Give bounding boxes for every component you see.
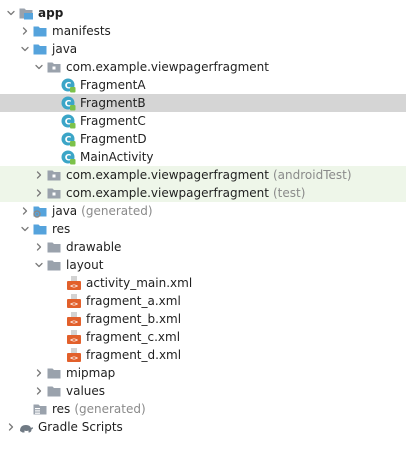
tree-node-class[interactable]: FragmentC [0, 112, 406, 130]
tree-node-res[interactable]: res [0, 220, 406, 238]
tree-node-class[interactable]: FragmentD [0, 130, 406, 148]
chevron-right-icon[interactable] [32, 382, 46, 400]
package-icon [46, 167, 62, 183]
chevron-right-icon[interactable] [32, 364, 46, 382]
android-class-icon [60, 95, 76, 111]
tree-node-suffix: (test) [272, 186, 306, 200]
tree-node-label: values [66, 384, 106, 398]
chevron-right-icon[interactable] [4, 418, 18, 436]
tree-node-label: com.example.viewpagerfragment [66, 60, 269, 74]
tree-node-suffix: (generated) [74, 402, 146, 416]
xml-layout-file-icon [66, 293, 82, 309]
tree-node-label: activity_main.xml [86, 276, 193, 290]
tree-node-xml-file[interactable]: fragment_d.xml [0, 346, 406, 364]
tree-node-label: fragment_d.xml [86, 348, 182, 362]
tree-node-gradle-scripts[interactable]: Gradle Scripts [0, 418, 406, 436]
chevron-down-icon[interactable] [32, 256, 46, 274]
tree-node-label: com.example.viewpagerfragment [66, 186, 269, 200]
tree-node-xml-file[interactable]: fragment_b.xml [0, 310, 406, 328]
tree-node-label: java [52, 42, 78, 56]
folder-icon [32, 23, 48, 39]
android-class-icon [60, 77, 76, 93]
android-class-icon [60, 131, 76, 147]
generated-folder-icon [32, 203, 48, 219]
tree-node-app[interactable]: app [0, 4, 406, 22]
chevron-down-icon[interactable] [4, 4, 18, 22]
tree-node-xml-file[interactable]: activity_main.xml [0, 274, 406, 292]
chevron-down-icon[interactable] [32, 58, 46, 76]
chevron-right-icon[interactable] [32, 166, 46, 184]
chevron-down-icon[interactable] [18, 220, 32, 238]
folder-icon [46, 239, 62, 255]
tree-node-label: mipmap [66, 366, 116, 380]
chevron-right-icon[interactable] [18, 22, 32, 40]
tree-node-label: layout [66, 258, 104, 272]
tree-node-label: manifests [52, 24, 111, 38]
tree-node-label: FragmentC [80, 114, 146, 128]
xml-layout-file-icon [66, 275, 82, 291]
tree-node-values[interactable]: values [0, 382, 406, 400]
tree-node-class[interactable]: FragmentA [0, 76, 406, 94]
tree-node-label: res [52, 222, 71, 236]
tree-node-xml-file[interactable]: fragment_c.xml [0, 328, 406, 346]
tree-node-java[interactable]: java [0, 40, 406, 58]
tree-node-label: fragment_c.xml [86, 330, 181, 344]
tree-node-layout[interactable]: layout [0, 256, 406, 274]
tree-node-label: fragment_a.xml [86, 294, 181, 308]
xml-layout-file-icon [66, 311, 82, 327]
tree-node-suffix: (androidTest) [272, 168, 352, 182]
tree-node-label: res [52, 402, 71, 416]
tree-node-label: com.example.viewpagerfragment [66, 168, 269, 182]
tree-node-xml-file[interactable]: fragment_a.xml [0, 292, 406, 310]
tree-node-package-android-test[interactable]: com.example.viewpagerfragment (androidTe… [0, 166, 406, 184]
tree-node-drawable[interactable]: drawable [0, 238, 406, 256]
tree-node-suffix: (generated) [81, 204, 153, 218]
package-icon [46, 185, 62, 201]
tree-node-label: java [52, 204, 78, 218]
tree-node-label: FragmentB [80, 96, 146, 110]
android-class-icon [60, 149, 76, 165]
tree-node-java-generated[interactable]: java (generated) [0, 202, 406, 220]
tree-node-package-main[interactable]: com.example.viewpagerfragment [0, 58, 406, 76]
tree-node-mipmap[interactable]: mipmap [0, 364, 406, 382]
tree-node-label: MainActivity [80, 150, 154, 164]
chevron-down-icon[interactable] [18, 40, 32, 58]
xml-layout-file-icon [66, 347, 82, 363]
tree-node-label: Gradle Scripts [38, 420, 123, 434]
tree-node-label: fragment_b.xml [86, 312, 182, 326]
chevron-right-icon[interactable] [18, 202, 32, 220]
folder-icon [32, 221, 48, 237]
chevron-right-icon[interactable] [32, 238, 46, 256]
tree-node-package-test[interactable]: com.example.viewpagerfragment (test) [0, 184, 406, 202]
folder-icon [46, 365, 62, 381]
folder-icon [32, 41, 48, 57]
tree-node-label: drawable [66, 240, 122, 254]
android-class-icon [60, 113, 76, 129]
gradle-elephant-icon [18, 419, 34, 435]
project-tree: app manifests java com.example.viewpager… [0, 4, 406, 436]
xml-layout-file-icon [66, 329, 82, 345]
tree-node-label: FragmentD [80, 132, 147, 146]
tree-node-manifests[interactable]: manifests [0, 22, 406, 40]
resource-folder-icon [32, 401, 48, 417]
tree-node-class-selected[interactable]: FragmentB [0, 94, 406, 112]
tree-node-label: FragmentA [80, 78, 146, 92]
tree-node-res-generated[interactable]: res (generated) [0, 400, 406, 418]
module-folder-icon [18, 5, 34, 21]
folder-icon [46, 383, 62, 399]
tree-node-label: app [38, 6, 64, 20]
folder-icon [46, 257, 62, 273]
package-icon [46, 59, 62, 75]
chevron-right-icon[interactable] [32, 184, 46, 202]
tree-node-class[interactable]: MainActivity [0, 148, 406, 166]
